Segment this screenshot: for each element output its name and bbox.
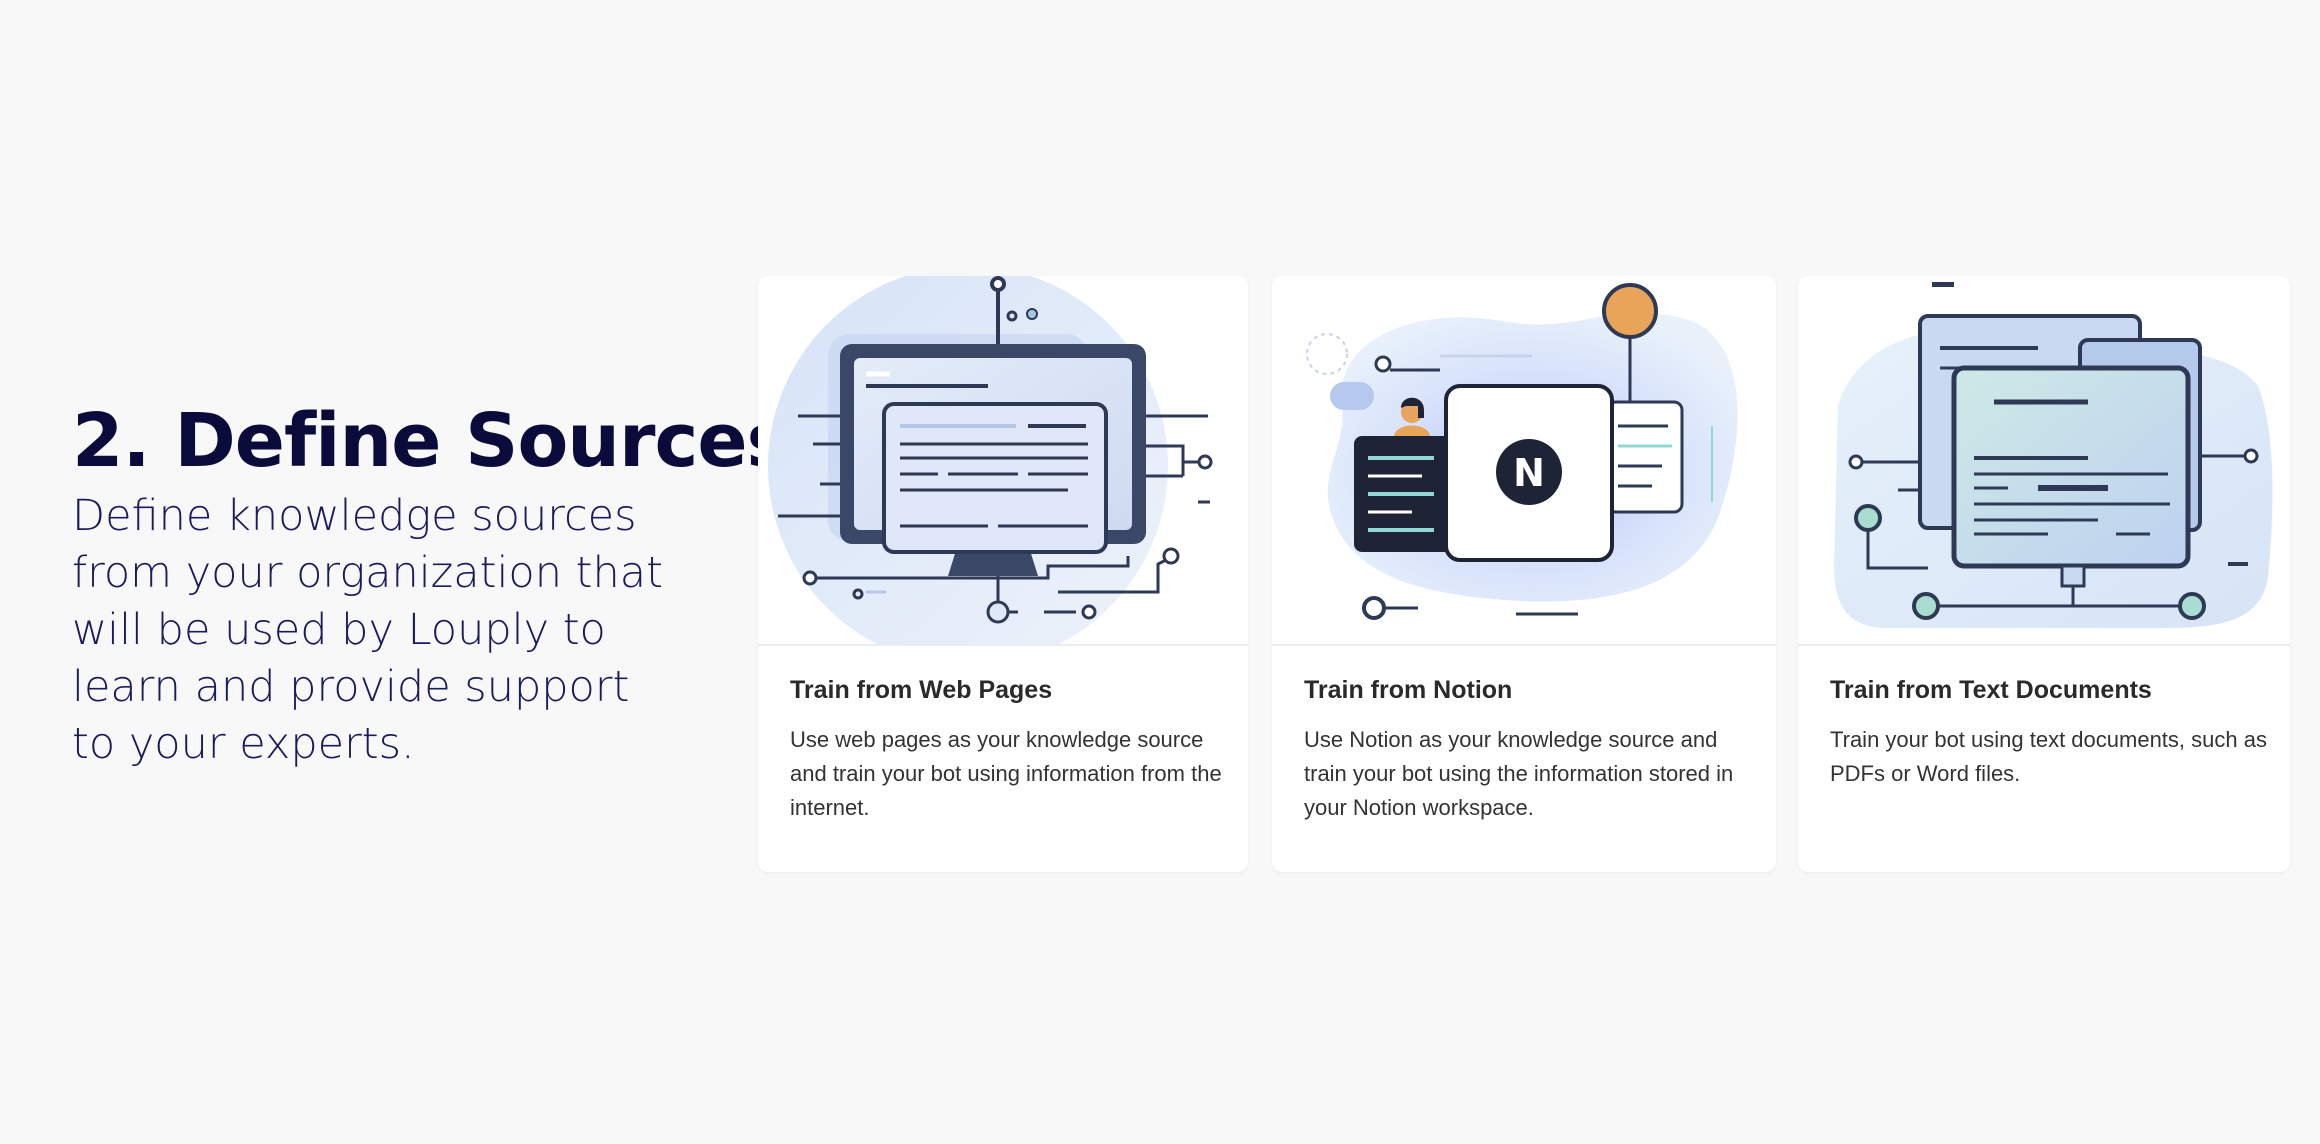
card-title: Train from Text Documents xyxy=(1830,676,2152,704)
notion-illustration-icon: N xyxy=(1272,276,1776,646)
card-title: Train from Web Pages xyxy=(790,676,1053,704)
notion-logo-letter: N xyxy=(1513,451,1545,495)
card-description: Train your bot using text documents, suc… xyxy=(1830,727,2267,786)
card-text-documents[interactable]: Train from Text Documents Train your bot… xyxy=(1798,276,2290,872)
card-description: Use web pages as your knowledge source a… xyxy=(790,727,1222,820)
card-web-pages[interactable]: Train from Web Pages Use web pages as yo… xyxy=(758,276,1248,872)
section-description: Define knowledge sources from your organ… xyxy=(72,491,663,769)
card-description: Use Notion as your knowledge source and … xyxy=(1304,727,1734,820)
documents-illustration-icon xyxy=(1798,276,2290,646)
monitor-illustration-icon xyxy=(758,276,1248,646)
card-title: Train from Notion xyxy=(1304,676,1513,704)
card-notion[interactable]: N Train from Notion Use Notion as your k… xyxy=(1272,276,1776,872)
section-intro: 2. Define Sources Define knowledge sourc… xyxy=(72,396,791,773)
section-title: 2. Define Sources xyxy=(72,398,791,484)
